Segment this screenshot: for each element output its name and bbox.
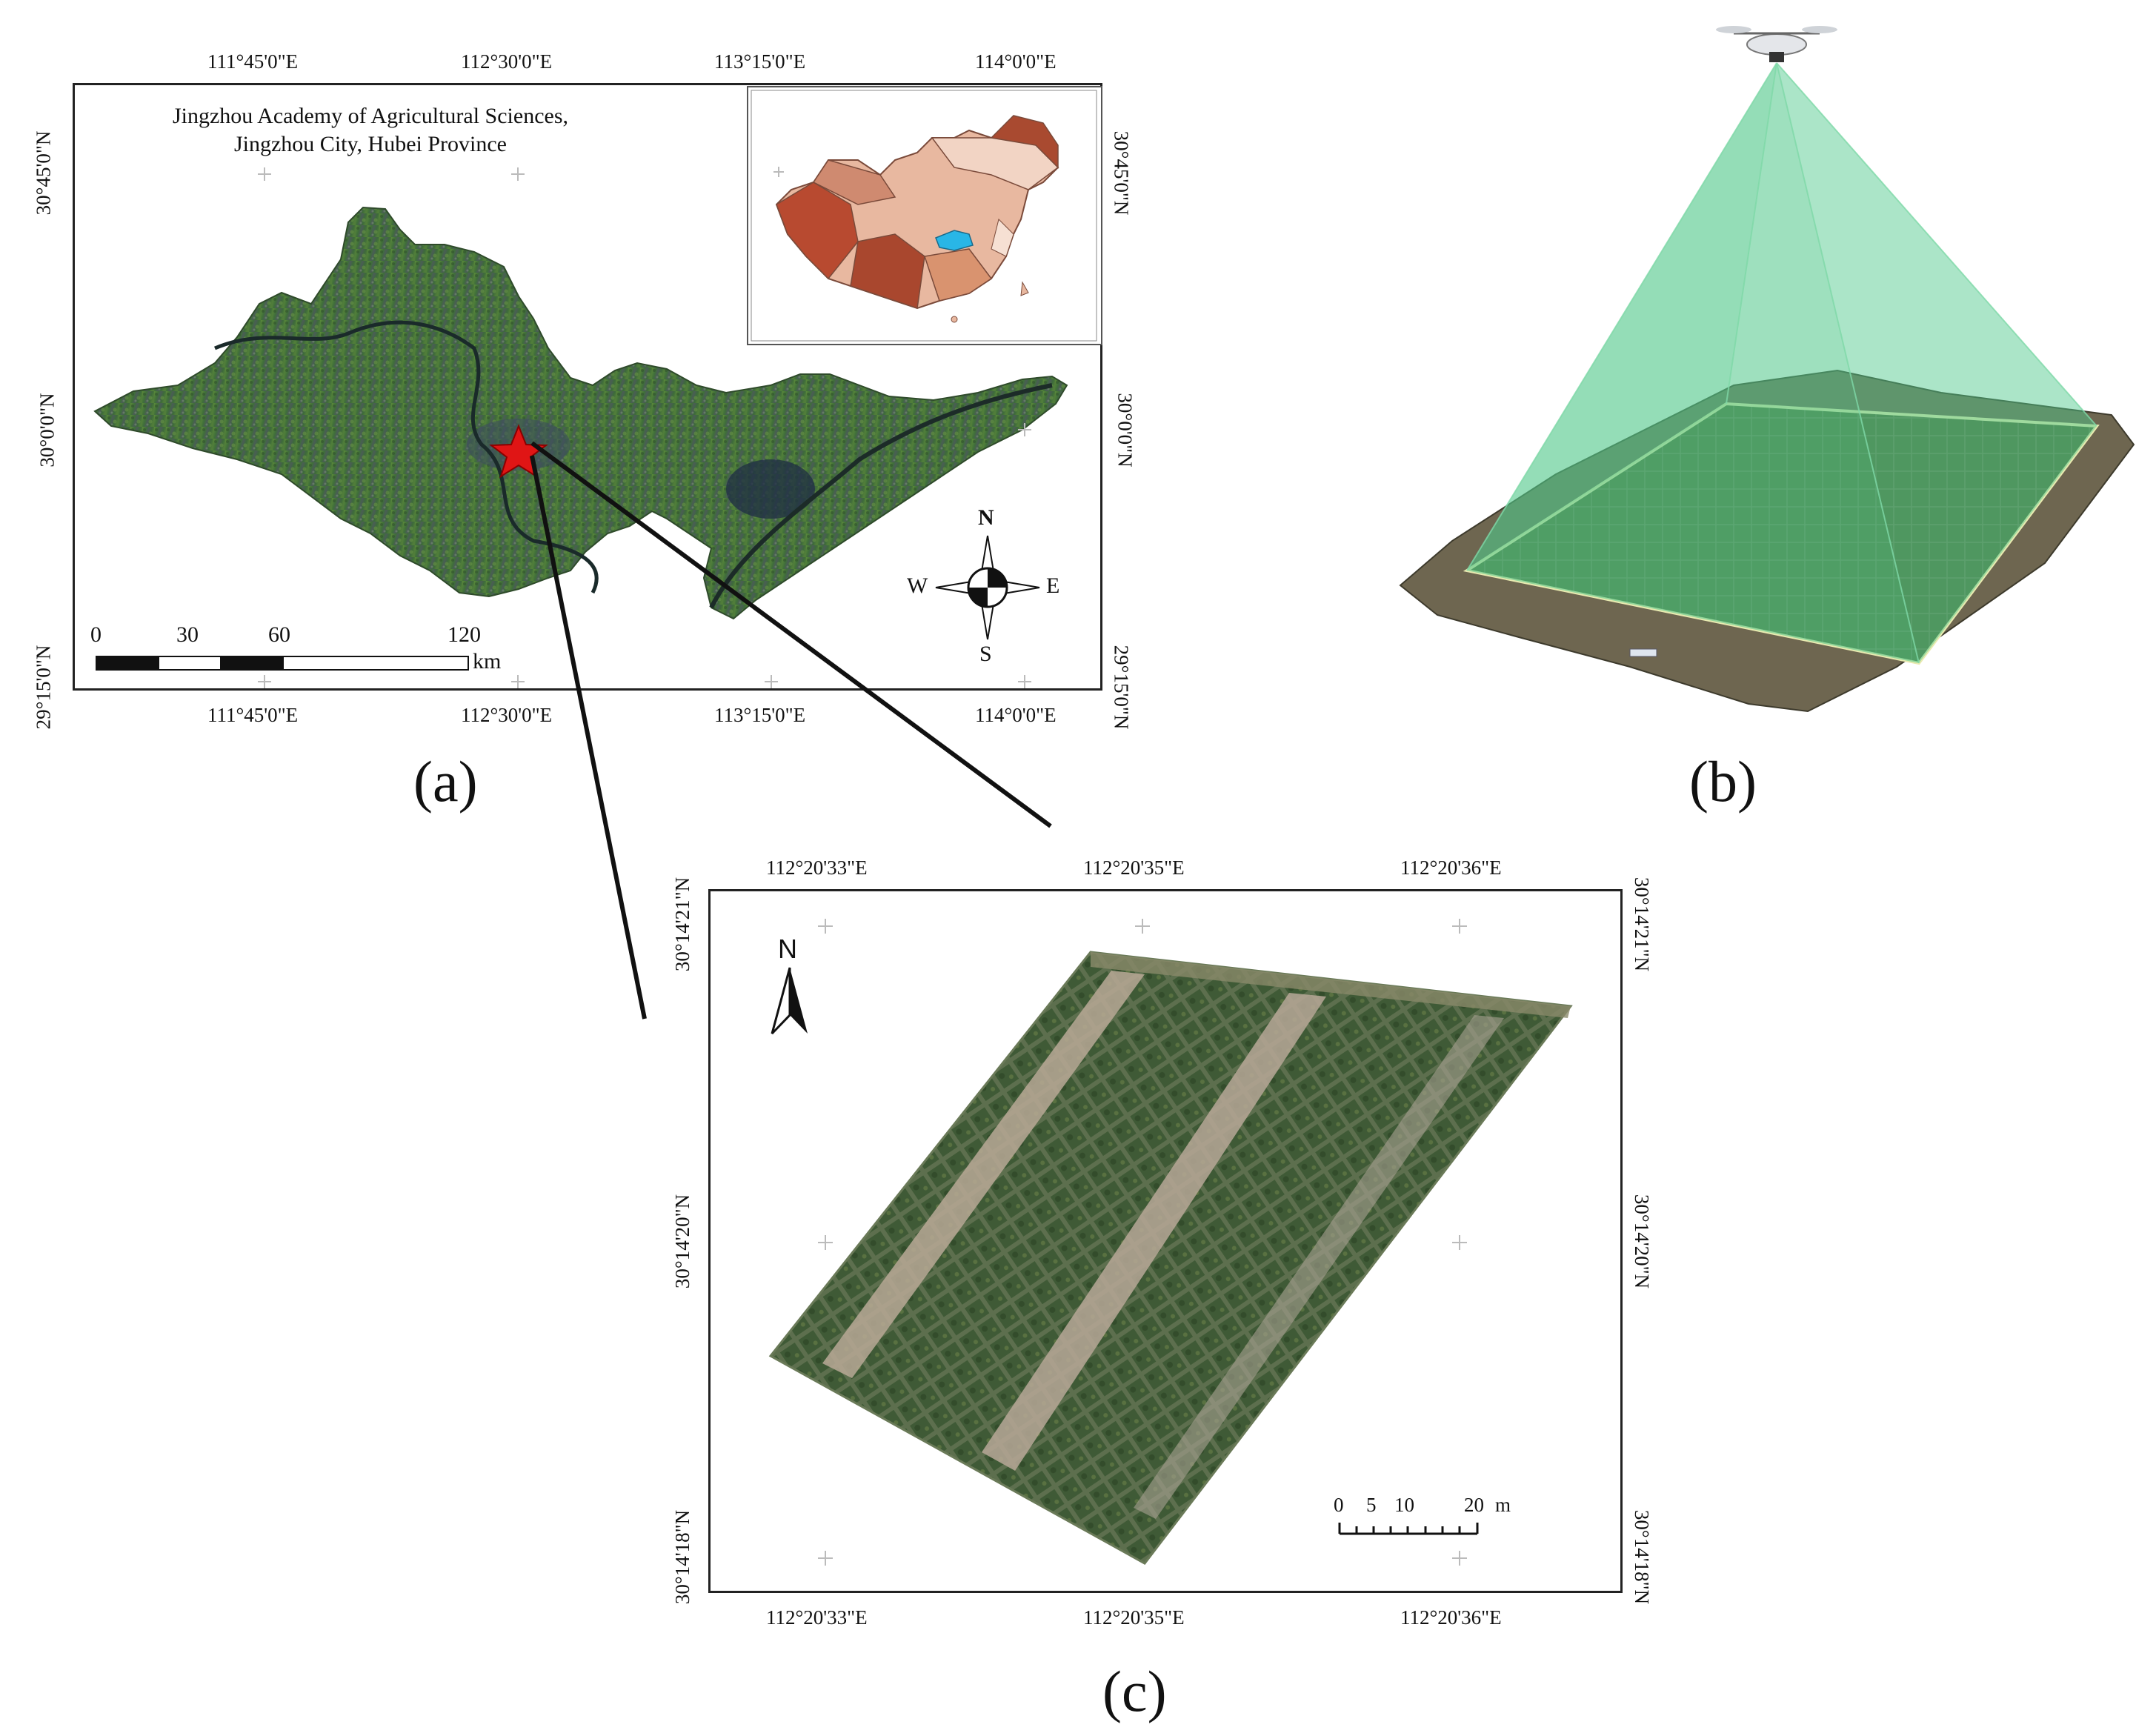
panel-a-bottom-tick: 111°45'0"E <box>207 704 299 726</box>
panel-a-bottom-tick: 113°15'0"E <box>714 704 806 726</box>
panel-c-scale-number: 10 <box>1394 1494 1414 1516</box>
scale-number: 30 <box>176 622 199 647</box>
panel-a-title-line1: Jingzhou Academy of Agricultural Science… <box>172 104 569 128</box>
panel-a-bottom-tick: 114°0'0"E <box>975 704 1057 726</box>
panel-a-title-line2: Jingzhou City, Hubei Province <box>233 132 507 156</box>
china-inset-map <box>751 90 1097 342</box>
panel-a-title: Jingzhou Academy of Agricultural Science… <box>111 102 630 159</box>
panel-a-label: (a) <box>413 749 478 814</box>
panel-c-left-tick: 30°14'18"N <box>671 1509 694 1605</box>
panel-a-scale-bar <box>96 656 469 671</box>
panel-b-label: (b) <box>1689 749 1757 814</box>
panel-c-right-tick: 30°14'20"N <box>1631 1194 1654 1289</box>
panel-c-left-tick: 30°14'20"N <box>671 1194 694 1289</box>
panel-c-bottom-tick: 112°20'35"E <box>1083 1606 1185 1629</box>
panel-c-scale-number: 0 <box>1334 1494 1344 1516</box>
panel-a-top-tick: 114°0'0"E <box>975 50 1057 73</box>
compass-rose-icon <box>935 535 1040 640</box>
panel-a-top-tick: 111°45'0"E <box>207 50 299 73</box>
panel-c-top-tick: 112°20'33"E <box>766 857 868 879</box>
panel-c-scale-number: 5 <box>1366 1494 1377 1516</box>
panel-c-bottom-tick: 112°20'33"E <box>766 1606 868 1629</box>
scale-unit: km <box>473 649 502 674</box>
panel-c-bottom-tick: 112°20'36"E <box>1400 1606 1502 1629</box>
compass-w: W <box>907 573 928 598</box>
panel-a-top-tick: 112°30'0"E <box>461 50 553 73</box>
panel-c-top-tick: 112°20'35"E <box>1083 857 1185 879</box>
north-arrow-icon <box>771 967 808 1035</box>
compass-e: E <box>1046 573 1060 598</box>
panel-c-top-tick: 112°20'36"E <box>1400 857 1502 879</box>
panel-c-label: (c) <box>1102 1659 1167 1723</box>
north-label: N <box>778 934 797 964</box>
panel-c-right-tick: 30°14'18"N <box>1631 1509 1654 1605</box>
panel-c-scale-unit: m <box>1495 1494 1511 1516</box>
scale-number: 60 <box>268 622 290 647</box>
hubei-highlight <box>935 230 974 251</box>
panel-c-scale-bar <box>1338 1523 1479 1535</box>
compass-s: S <box>979 642 992 666</box>
scale-number: 120 <box>447 622 481 647</box>
compass-n: N <box>978 505 994 530</box>
scale-number: 0 <box>90 622 102 647</box>
panel-a-top-tick: 113°15'0"E <box>714 50 806 73</box>
panel-a-bottom-tick: 112°30'0"E <box>461 704 553 726</box>
drone-icon <box>1716 26 1837 62</box>
panel-c-left-tick: 30°14'21"N <box>671 877 694 972</box>
panel-c-scale-number: 20 <box>1464 1494 1484 1516</box>
panel-c-right-tick: 30°14'21"N <box>1631 877 1654 972</box>
